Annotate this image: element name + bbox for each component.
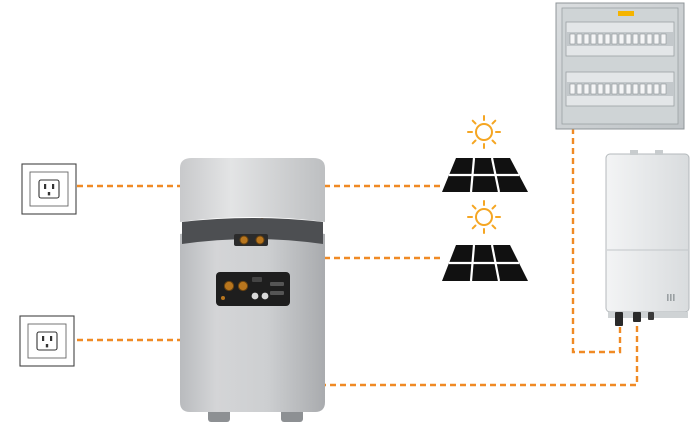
port-panel — [216, 272, 290, 306]
wall-outlet-top — [21, 163, 77, 215]
sun-icon — [467, 115, 501, 149]
sun-icon — [467, 200, 501, 234]
dc-port — [261, 292, 269, 300]
inverter-port — [615, 312, 623, 326]
pv-port — [239, 235, 249, 245]
solar-panel-bottom — [442, 244, 528, 282]
ac-port — [223, 280, 235, 292]
inverter-port — [633, 312, 641, 322]
pv-port — [255, 235, 265, 245]
wire-breaker-inverter — [571, 128, 622, 354]
warning-label — [618, 11, 634, 16]
breaker-panel — [555, 2, 685, 130]
wall-outlet-bottom — [19, 315, 75, 367]
connection-wires — [77, 128, 639, 387]
dc-port — [251, 292, 259, 300]
solar-panel-top — [442, 157, 528, 193]
inverter-unit — [605, 150, 690, 326]
power-station-unit — [180, 158, 325, 422]
ac-port — [237, 280, 249, 292]
